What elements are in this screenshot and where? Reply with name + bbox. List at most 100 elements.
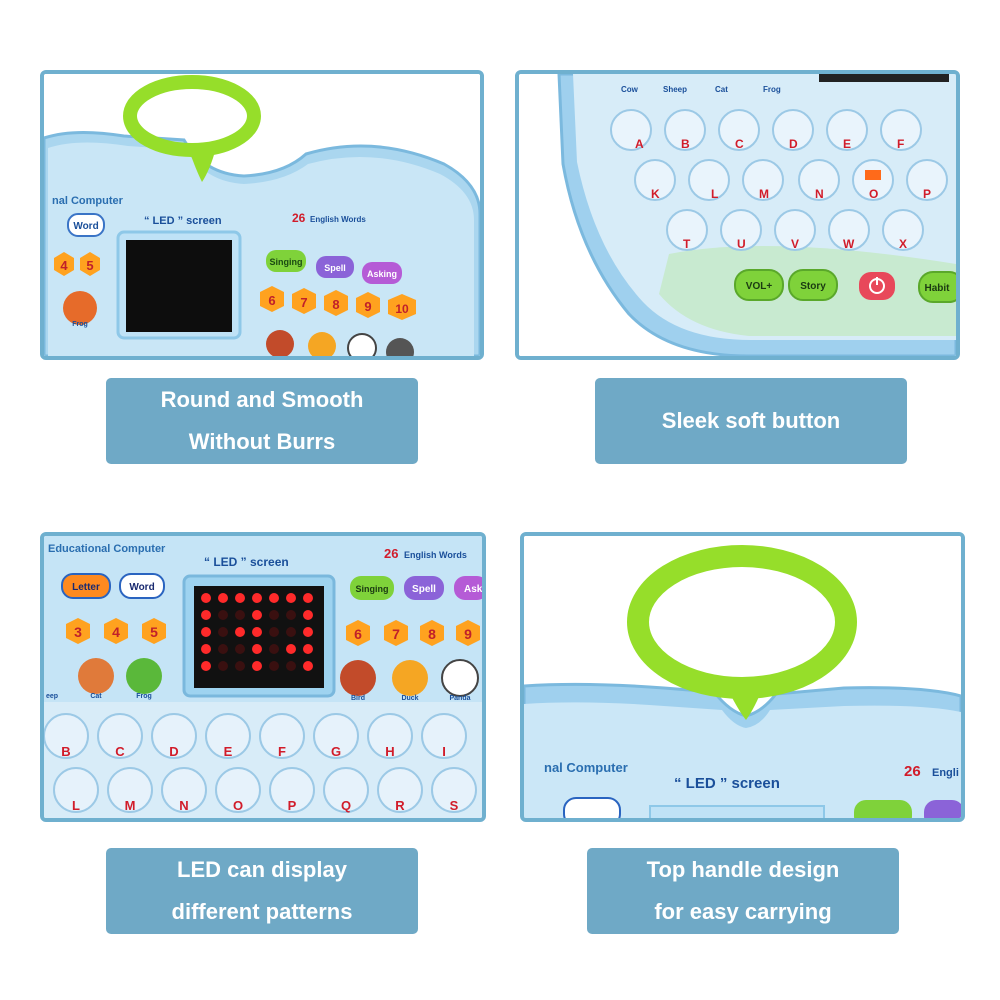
singing-button-3[interactable]	[350, 576, 394, 600]
number-4: 4	[60, 258, 68, 273]
device-title: nal Computer	[52, 195, 124, 207]
key-x[interactable]	[882, 209, 924, 251]
key-d[interactable]	[772, 109, 814, 151]
led-dot	[218, 610, 228, 620]
key-l[interactable]	[688, 159, 730, 201]
english-words-label-3: English Words	[404, 550, 467, 560]
number-row-left-3: 3 4 5	[66, 618, 166, 644]
letter-key-g[interactable]	[313, 713, 359, 759]
panda-key-3[interactable]	[441, 659, 479, 697]
power-button[interactable]	[859, 272, 895, 300]
key-e[interactable]	[826, 109, 868, 151]
letter-key-d[interactable]	[151, 713, 197, 759]
bird-label-3: Bird	[351, 695, 365, 702]
key-u[interactable]	[720, 209, 762, 251]
letter-key-o[interactable]	[215, 767, 261, 813]
led-dot	[269, 627, 279, 637]
letter-key-m[interactable]	[107, 767, 153, 813]
spell-button-4[interactable]	[924, 800, 961, 818]
key-a[interactable]	[610, 109, 652, 151]
letter-key-f[interactable]	[259, 713, 305, 759]
letter-label-e: E	[224, 744, 233, 759]
singing-label: Singing	[270, 257, 303, 267]
letter-key-i[interactable]	[421, 713, 467, 759]
key-c[interactable]	[718, 109, 760, 151]
asking-button-3[interactable]	[454, 576, 482, 600]
letter-x: X	[899, 237, 907, 251]
key-k[interactable]	[634, 159, 676, 201]
singing-button[interactable]	[266, 250, 306, 272]
key-b[interactable]	[664, 109, 706, 151]
number-hex-5[interactable]	[80, 252, 100, 276]
device-title-3: Educational Computer	[48, 543, 166, 555]
caption-line: Without Burrs	[188, 429, 336, 454]
letter-key-s[interactable]	[431, 767, 477, 813]
number-hex-4[interactable]	[54, 252, 74, 276]
key-w[interactable]	[828, 209, 870, 251]
key-p[interactable]	[906, 159, 948, 201]
letter-key-p[interactable]	[269, 767, 315, 813]
letter-e: E	[843, 137, 851, 151]
led-dot	[235, 593, 245, 603]
frog-key-3[interactable]	[126, 658, 162, 694]
duck-label-3: Duck	[401, 695, 418, 702]
cat-label: Cat	[715, 85, 728, 94]
singing-button-4[interactable]	[854, 800, 912, 818]
frog-key[interactable]	[63, 291, 97, 325]
letter-key-l[interactable]	[53, 767, 99, 813]
letter-key-c[interactable]	[97, 713, 143, 759]
letter-label-i: I	[442, 744, 446, 759]
letter-key-h[interactable]	[367, 713, 413, 759]
letter-key-q[interactable]	[323, 767, 369, 813]
led-dot	[218, 661, 228, 671]
spell-label-3: Spell	[412, 584, 436, 595]
word-button-4[interactable]	[563, 797, 621, 818]
word-button[interactable]	[67, 213, 105, 237]
key-n[interactable]	[798, 159, 840, 201]
duck-key-3[interactable]	[392, 660, 428, 696]
led-dot	[218, 627, 228, 637]
caption-line: different patterns	[171, 899, 353, 924]
caption-line: for easy carrying	[654, 899, 832, 924]
animal-key[interactable]	[386, 338, 414, 356]
led-dot	[303, 627, 313, 637]
number-4-3: 4	[112, 624, 120, 640]
cat-key-3[interactable]	[78, 658, 114, 694]
key-t[interactable]	[666, 209, 708, 251]
spell-button[interactable]	[316, 256, 354, 278]
number-9-3: 9	[464, 626, 472, 642]
letter-button[interactable]	[61, 573, 111, 599]
letter-key-b[interactable]	[44, 713, 89, 759]
caption-line: Sleek soft button	[661, 408, 841, 433]
number-10: 10	[395, 302, 409, 316]
led-dot	[269, 610, 279, 620]
letter-n: N	[815, 187, 824, 201]
photo-soft-buttons: Cow Sheep Cat Frog A B C D E F K L	[515, 70, 960, 360]
letter-v: V	[791, 237, 799, 251]
habit-button[interactable]	[918, 271, 956, 303]
key-f[interactable]	[880, 109, 922, 151]
vol-button[interactable]	[734, 269, 784, 301]
word-button-3[interactable]	[119, 573, 165, 599]
number-5: 5	[86, 258, 93, 273]
letter-f: F	[897, 137, 904, 151]
key-v[interactable]	[774, 209, 816, 251]
bird-key-3[interactable]	[340, 660, 376, 696]
letter-key-e[interactable]	[205, 713, 251, 759]
device-illustration-3: Educational Computer “ LED ” screen 26 E…	[44, 536, 482, 818]
panda-label-3: Panda	[449, 695, 470, 702]
letter-key-n[interactable]	[161, 767, 207, 813]
cat-label-3: Cat	[90, 693, 102, 700]
story-button[interactable]	[788, 269, 838, 301]
duck-key[interactable]	[308, 332, 336, 356]
number-7: 7	[300, 295, 307, 310]
caption-soft-button: Sleek soft button	[595, 378, 907, 464]
key-m[interactable]	[742, 159, 784, 201]
asking-button[interactable]	[362, 262, 402, 284]
panda-key[interactable]	[347, 333, 377, 356]
spell-button-3[interactable]	[404, 576, 444, 600]
sheep-label-3: eep	[46, 693, 58, 700]
bird-key[interactable]	[266, 330, 294, 356]
letter-key-r[interactable]	[377, 767, 423, 813]
led-dot	[286, 661, 296, 671]
